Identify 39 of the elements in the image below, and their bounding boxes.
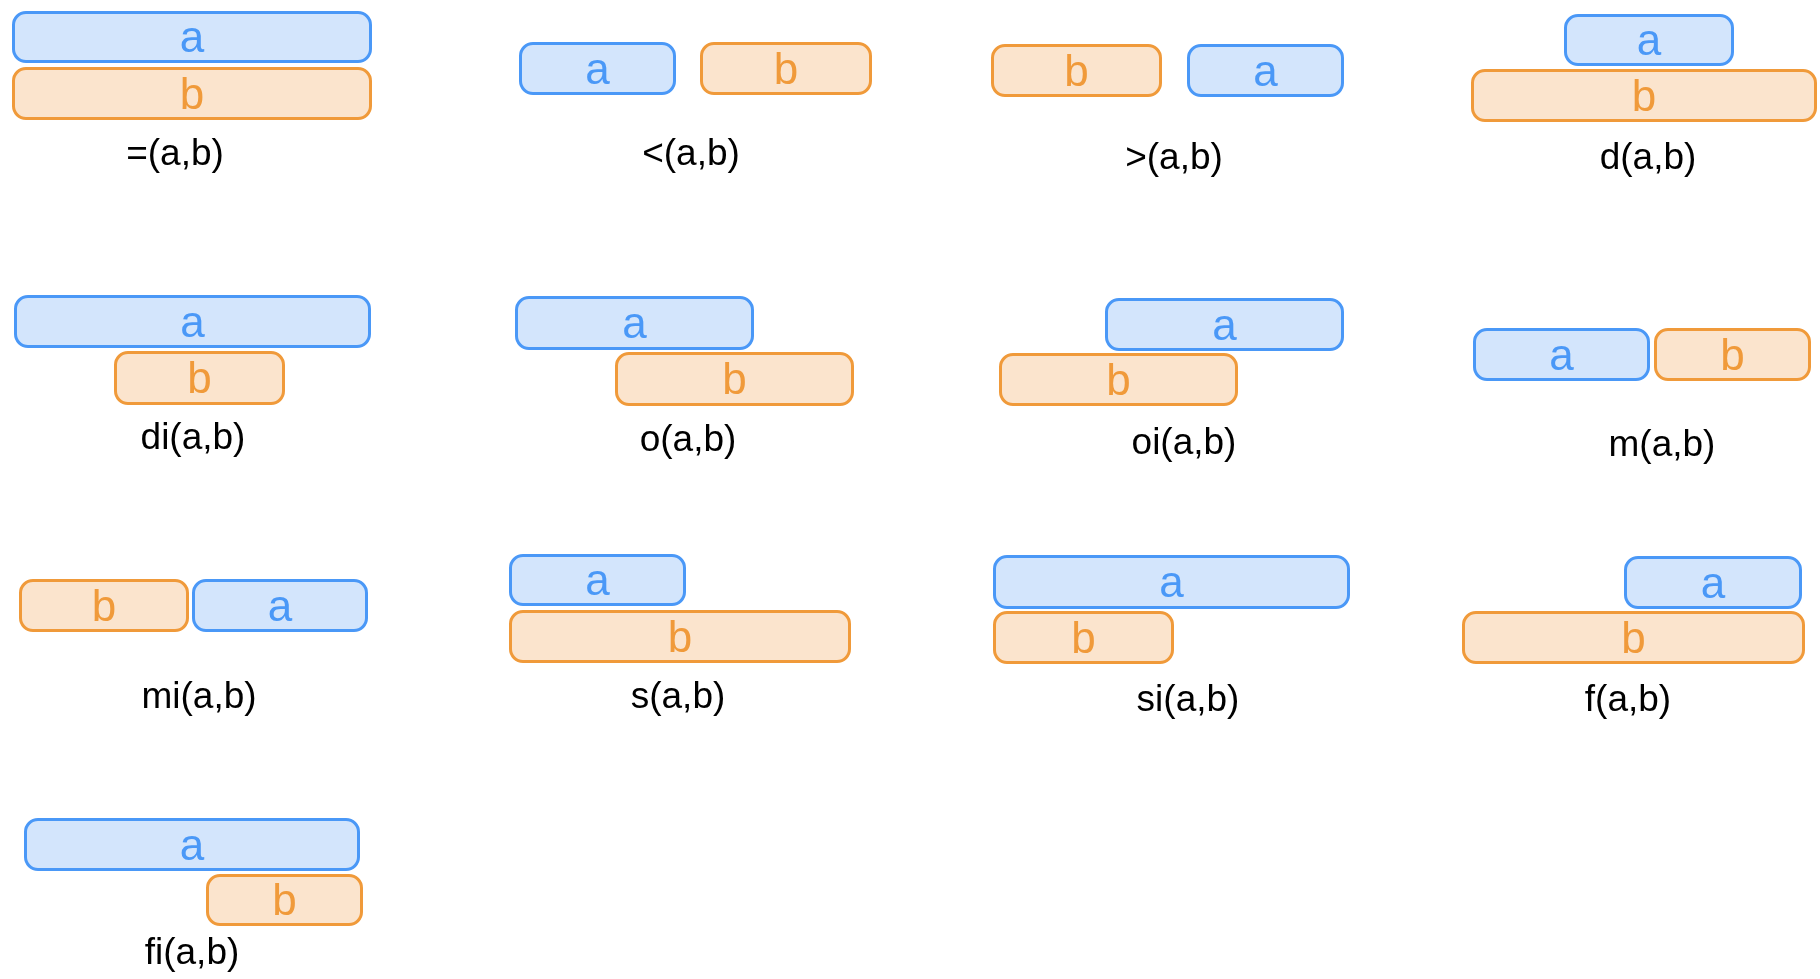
- interval-bar: a: [1564, 14, 1734, 66]
- relation-label: s(a,b): [630, 677, 726, 714]
- relation-label: oi(a,b): [1131, 423, 1237, 460]
- relation-label: mi(a,b): [141, 677, 257, 714]
- relation-label: fi(a,b): [144, 933, 240, 970]
- interval-bar: a: [14, 295, 371, 348]
- interval-bar: b: [1462, 611, 1805, 664]
- relation-label: o(a,b): [639, 420, 737, 457]
- relation-label: si(a,b): [1136, 680, 1240, 717]
- interval-bar: a: [1473, 328, 1650, 381]
- relation-label: f(a,b): [1584, 680, 1672, 717]
- interval-bar: a: [24, 818, 360, 871]
- interval-bar: b: [615, 352, 854, 406]
- relation-label: m(a,b): [1608, 425, 1716, 462]
- interval-bar: a: [1187, 44, 1344, 97]
- relation-label: <(a,b): [642, 134, 740, 171]
- interval-bar: a: [519, 42, 676, 95]
- interval-bar: b: [19, 579, 189, 632]
- relation-label: di(a,b): [140, 418, 246, 455]
- interval-bar: a: [509, 554, 686, 606]
- relation-label: >(a,b): [1125, 138, 1223, 175]
- interval-bar: b: [993, 611, 1174, 664]
- interval-bar: a: [1105, 298, 1344, 351]
- interval-bar: b: [700, 42, 872, 95]
- interval-bar: b: [1471, 69, 1817, 122]
- interval-bar: b: [509, 610, 851, 663]
- interval-bar: a: [1624, 556, 1802, 609]
- relation-label: =(a,b): [126, 134, 224, 171]
- interval-bar: b: [999, 353, 1238, 406]
- interval-bar: a: [192, 579, 368, 632]
- interval-bar: b: [12, 67, 372, 120]
- interval-bar: a: [993, 555, 1350, 609]
- interval-bar: b: [991, 44, 1162, 97]
- interval-bar: a: [515, 296, 754, 350]
- interval-bar: b: [206, 874, 363, 926]
- interval-bar: a: [12, 11, 372, 63]
- interval-bar: b: [1654, 328, 1811, 381]
- interval-bar: b: [114, 351, 285, 405]
- relation-label: d(a,b): [1599, 138, 1697, 175]
